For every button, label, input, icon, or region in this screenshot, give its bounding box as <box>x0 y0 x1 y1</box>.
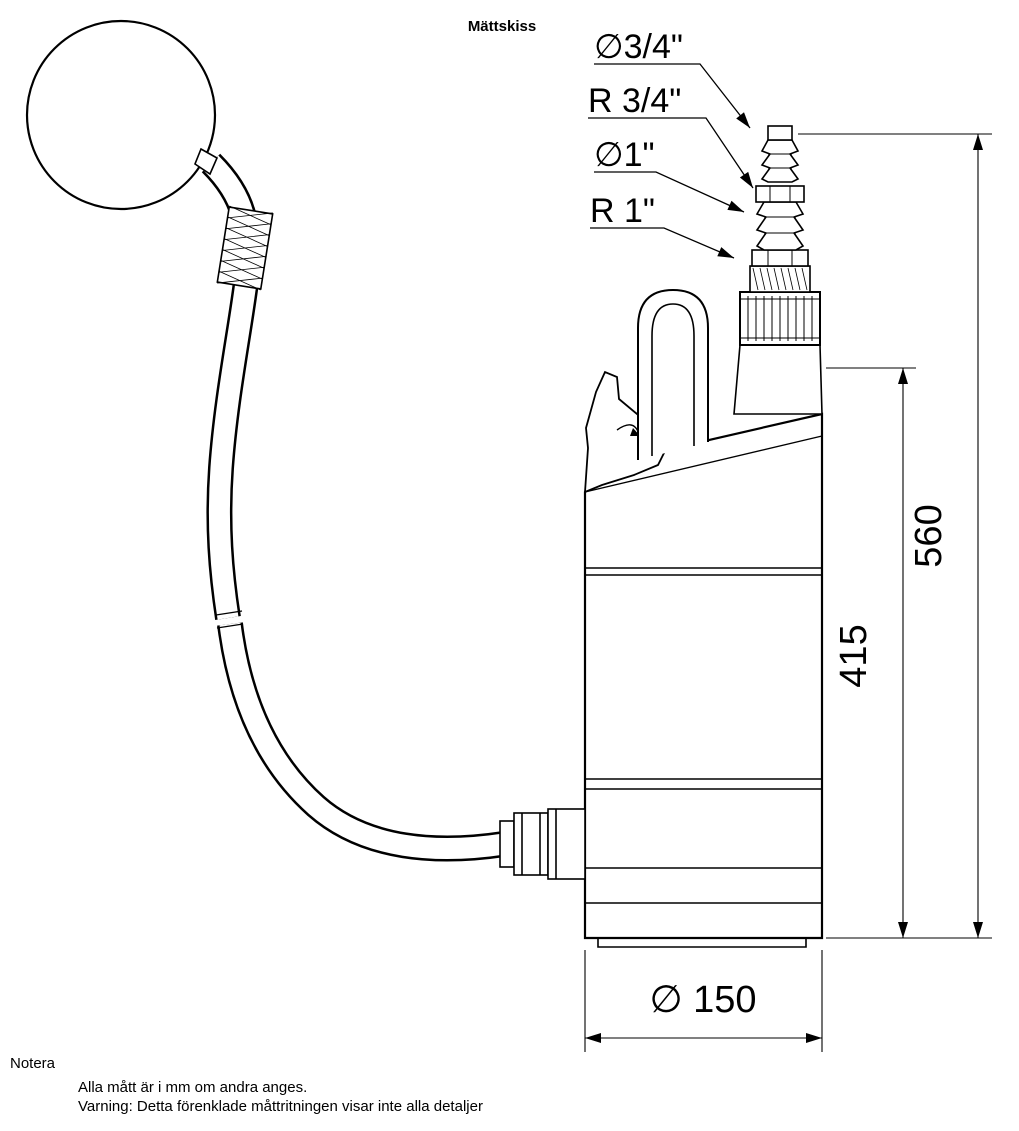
pump-base-feet <box>597 938 807 948</box>
connector-shoulder <box>733 344 823 415</box>
note-line-2: Varning: Detta förenklade måttritningen … <box>78 1098 483 1115</box>
notes-heading: Notera <box>10 1055 56 1072</box>
float-ball <box>25 19 217 211</box>
leader-arrow <box>717 247 734 258</box>
pump-body <box>583 412 824 948</box>
barb-3-4-inch <box>760 139 800 183</box>
float-cable <box>194 147 506 862</box>
label-radius-1: R 1" <box>590 192 655 230</box>
thread-1-nut <box>751 249 809 267</box>
barb-tip <box>767 125 793 141</box>
dim-415-label: 415 <box>833 624 875 687</box>
cable-attachment-nub <box>194 147 219 176</box>
leader-arrow <box>739 171 753 188</box>
carry-handle <box>637 288 709 460</box>
label-diameter-1: ∅1" <box>594 136 655 174</box>
leader-arrow <box>727 200 744 212</box>
dimension-150: ∅ 150 <box>584 950 823 1052</box>
note-line-1: Alla mått är i mm om andra anges. <box>78 1079 307 1096</box>
leader-radius-3-4 <box>588 117 754 189</box>
dim-150-label: ∅ 150 <box>649 979 756 1021</box>
leader-radius-1 <box>590 227 735 259</box>
body-seams <box>585 567 822 904</box>
leader-diameter-3-4 <box>594 63 751 129</box>
dimension-560: 560 <box>798 133 992 939</box>
float-ball-outline <box>25 19 217 211</box>
dimension-415: 415 <box>826 367 916 938</box>
thread-3-4-nut <box>755 185 805 203</box>
cable-gland <box>499 808 586 880</box>
cable-joint <box>215 610 244 629</box>
dim-560-label: 560 <box>908 504 950 567</box>
top-cover-seam <box>584 435 823 493</box>
leader-arrow <box>736 112 750 128</box>
pump-body-outline <box>583 412 824 940</box>
leader-diameter-1 <box>594 171 745 213</box>
notes-block: Notera Alla mått är i mm om andra anges.… <box>10 1055 483 1115</box>
cable-braid-sleeve <box>216 205 274 291</box>
hose-connector <box>733 125 823 415</box>
thread-collar <box>749 265 811 293</box>
barb-1-inch <box>755 201 805 251</box>
label-radius-3-4: R 3/4" <box>588 82 681 120</box>
fitting-callouts: ∅3/4" R 3/4" ∅1" R 1" <box>588 28 754 259</box>
label-diameter-3-4: ∅3/4" <box>594 28 683 66</box>
page-title: Mättskiss <box>468 18 536 35</box>
